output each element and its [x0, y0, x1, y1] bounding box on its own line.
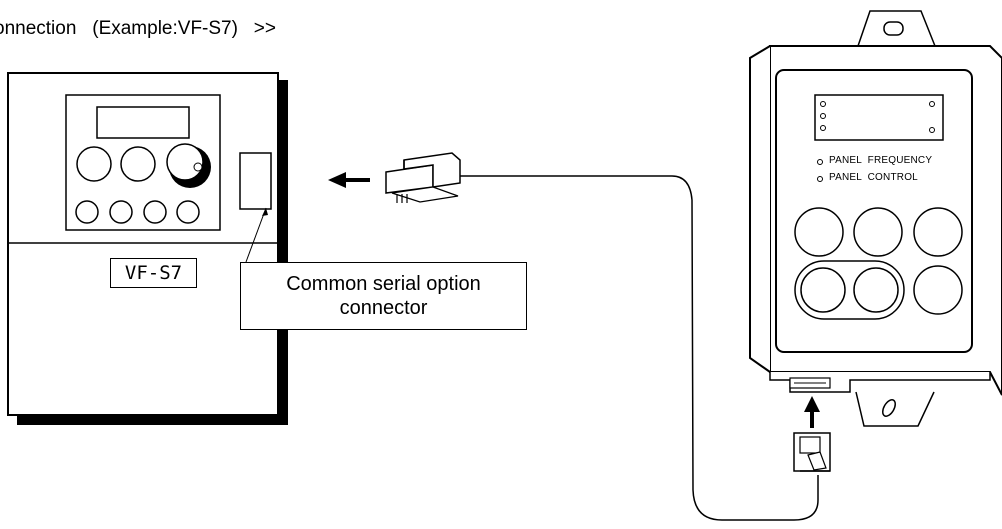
- remote-panel-unit: [749, 10, 1002, 427]
- inverter-small-key-3: [143, 200, 167, 224]
- led-frequency: [817, 159, 823, 165]
- callout-line-2: connector: [339, 297, 428, 319]
- inverter-dial: [166, 143, 204, 181]
- inverter-small-key-1: [75, 200, 99, 224]
- callout-leader-arrow: [262, 208, 268, 216]
- inverter-unit: [7, 72, 288, 425]
- serial-connector-callout: Common serial option connector: [240, 262, 527, 330]
- cable-plug-panel: [793, 432, 831, 472]
- inverter-model-label: VF-S7: [110, 258, 197, 288]
- inverter-small-key-4: [176, 200, 200, 224]
- inverter-small-key-2: [109, 200, 133, 224]
- insert-arrow-up: [804, 396, 820, 428]
- led-frequency-label: PANEL FREQUENCY: [829, 155, 933, 166]
- inverter-display: [96, 106, 190, 139]
- top-mount-hole: [883, 21, 904, 36]
- panel-side: [749, 45, 771, 373]
- panel-key-3: [913, 207, 963, 257]
- communication-cable: [460, 175, 819, 521]
- inverter-key-1: [76, 146, 112, 182]
- bottom-mount-hole: [882, 399, 896, 417]
- bottom-mount-tab: [855, 391, 935, 427]
- callout-line-1: Common serial option: [286, 273, 481, 295]
- led-control: [817, 176, 823, 182]
- serial-port: [239, 152, 272, 210]
- callout-leader-line: [245, 207, 267, 263]
- panel-display: [814, 94, 944, 141]
- panel-key-2: [853, 207, 903, 257]
- insert-arrow-left: [328, 172, 370, 188]
- cable-plug-inverter: [385, 152, 461, 203]
- panel-key-4: [800, 267, 846, 313]
- panel-key-5: [853, 267, 899, 313]
- diagram-heading: onnection (Example:VF-S7) >>: [0, 18, 276, 39]
- inverter-dial-knob: [193, 162, 203, 172]
- panel-key-1: [794, 207, 844, 257]
- led-control-label: PANEL CONTROL: [829, 172, 918, 183]
- inverter-key-2: [120, 146, 156, 182]
- panel-key-6: [913, 265, 963, 315]
